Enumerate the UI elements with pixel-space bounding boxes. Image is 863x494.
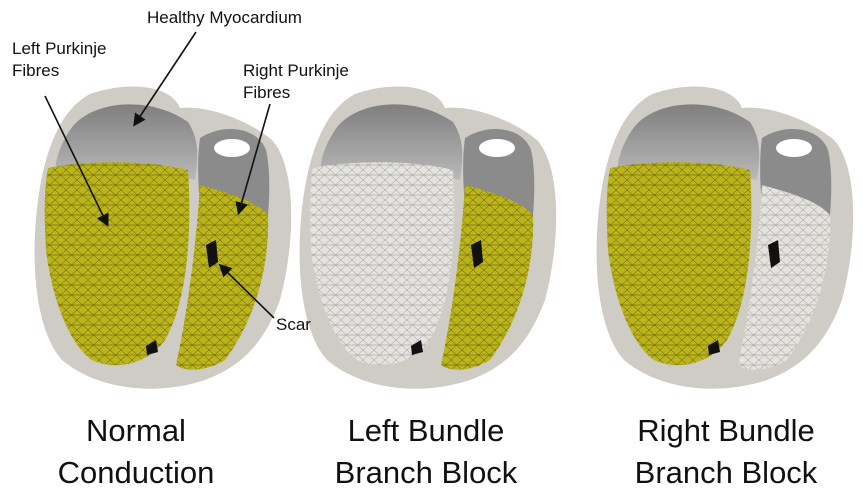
annotation-scar: Scar [276,314,311,336]
rv-opening [776,139,812,157]
heart-lbbb [300,86,557,388]
caption-line: Branch Block [606,452,846,494]
annotation-right-purkinje: Right Purkinje Fibres [243,60,349,104]
caption-left-bundle-branch-block: Left Bundle Branch Block [306,410,546,494]
annotation-left-purkinje: Left Purkinje Fibres [12,38,107,82]
annotation-healthy-myocardium: Healthy Myocardium [147,7,302,29]
caption-line: Normal [16,410,256,452]
annotation-text: Left Purkinje [12,38,107,60]
heart-rbbb [597,86,854,388]
caption-line: Right Bundle [606,410,846,452]
annotation-text: Healthy Myocardium [147,7,302,29]
annotation-text: Right Purkinje [243,60,349,82]
caption-line: Conduction [16,452,256,494]
annotation-text: Scar [276,314,311,336]
annotation-text: Fibres [12,60,107,82]
rv-opening [479,139,515,157]
caption-right-bundle-branch-block: Right Bundle Branch Block [606,410,846,494]
rv-opening [214,139,250,157]
caption-line: Branch Block [306,452,546,494]
caption-normal-conduction: Normal Conduction [16,410,256,494]
heart-normal [35,86,292,388]
caption-line: Left Bundle [306,410,546,452]
annotation-text: Fibres [243,82,349,104]
